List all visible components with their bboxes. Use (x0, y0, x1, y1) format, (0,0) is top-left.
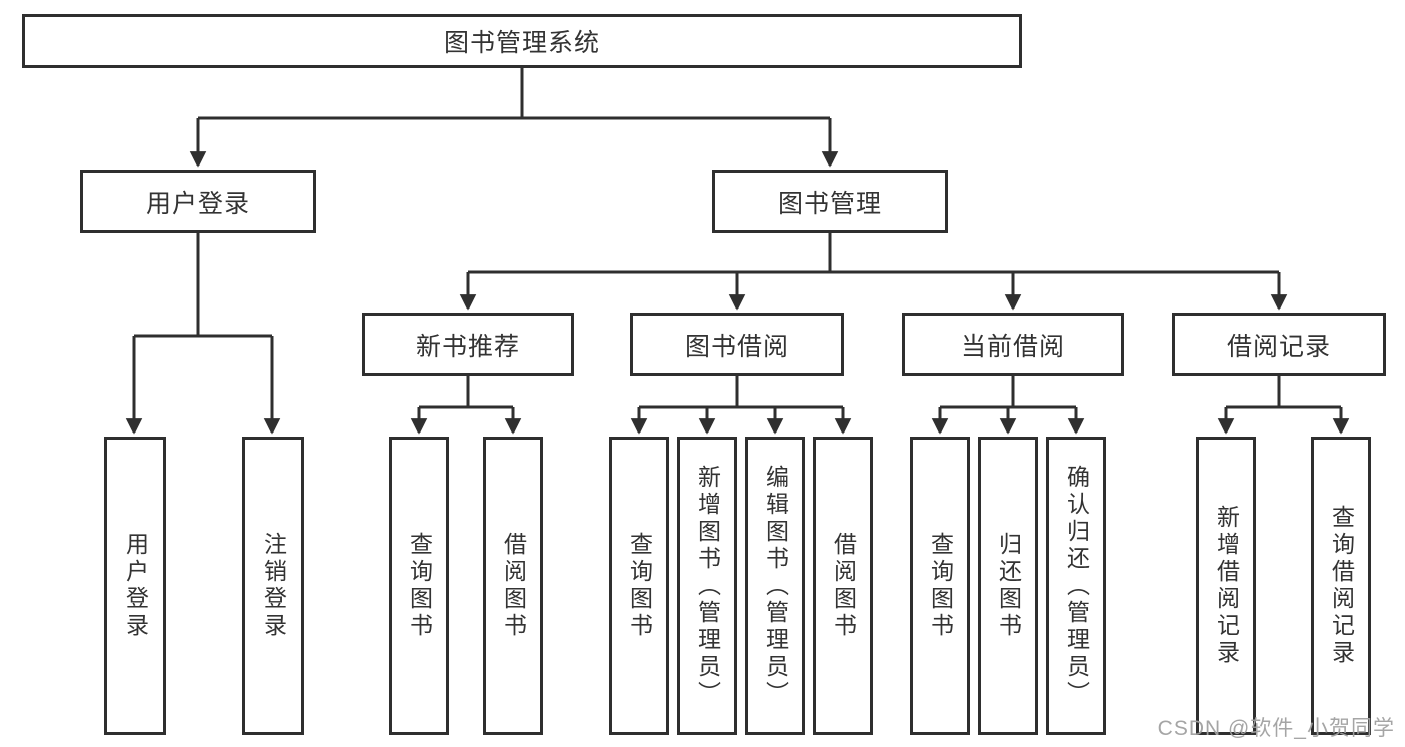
node-leaf-query-books-3: 查询图书 (910, 437, 970, 735)
leaf-label: 查询图书 (406, 532, 433, 640)
leaf-label: 查询图书 (626, 532, 653, 640)
node-leaf-add-borrow-record: 新增借阅记录 (1196, 437, 1256, 735)
node-leaf-borrow-books-1: 借阅图书 (483, 437, 543, 735)
node-leaf-query-borrow-record: 查询借阅记录 (1311, 437, 1371, 735)
leaf-label: 查询借阅记录 (1328, 505, 1355, 667)
csdn-watermark: CSDN @软件_小贺同学 (1157, 717, 1395, 740)
node-library-management-system: 图书管理系统 (22, 14, 1022, 68)
node-leaf-add-books-admin: 新增图书（管理员） (677, 437, 737, 735)
leaf-label: 归还图书 (995, 532, 1022, 640)
node-leaf-query-books-2: 查询图书 (609, 437, 669, 735)
node-leaf-return-books: 归还图书 (978, 437, 1038, 735)
node-leaf-confirm-return-admin: 确认归还（管理员） (1046, 437, 1106, 735)
leaf-label: 注销登录 (260, 532, 287, 640)
leaf-label: 编辑图书（管理员） (762, 464, 789, 708)
leaf-label: 新增借阅记录 (1213, 505, 1240, 667)
node-current-borrowing: 当前借阅 (902, 313, 1124, 376)
node-book-borrowing: 图书借阅 (630, 313, 844, 376)
node-leaf-edit-books-admin: 编辑图书（管理员） (745, 437, 805, 735)
leaf-label: 借阅图书 (500, 532, 527, 640)
node-leaf-query-books-1: 查询图书 (389, 437, 449, 735)
leaf-label: 新增图书（管理员） (694, 464, 721, 708)
node-borrowing-records: 借阅记录 (1172, 313, 1386, 376)
node-user-login: 用户登录 (80, 170, 316, 233)
node-book-management: 图书管理 (712, 170, 948, 233)
node-leaf-logout: 注销登录 (242, 437, 304, 735)
node-leaf-user-login: 用户登录 (104, 437, 166, 735)
leaf-label: 确认归还（管理员） (1063, 464, 1090, 708)
leaf-label: 借阅图书 (830, 532, 857, 640)
node-leaf-borrow-books-2: 借阅图书 (813, 437, 873, 735)
node-new-book-recommendation: 新书推荐 (362, 313, 574, 376)
leaf-label: 用户登录 (122, 532, 149, 640)
leaf-label: 查询图书 (927, 532, 954, 640)
